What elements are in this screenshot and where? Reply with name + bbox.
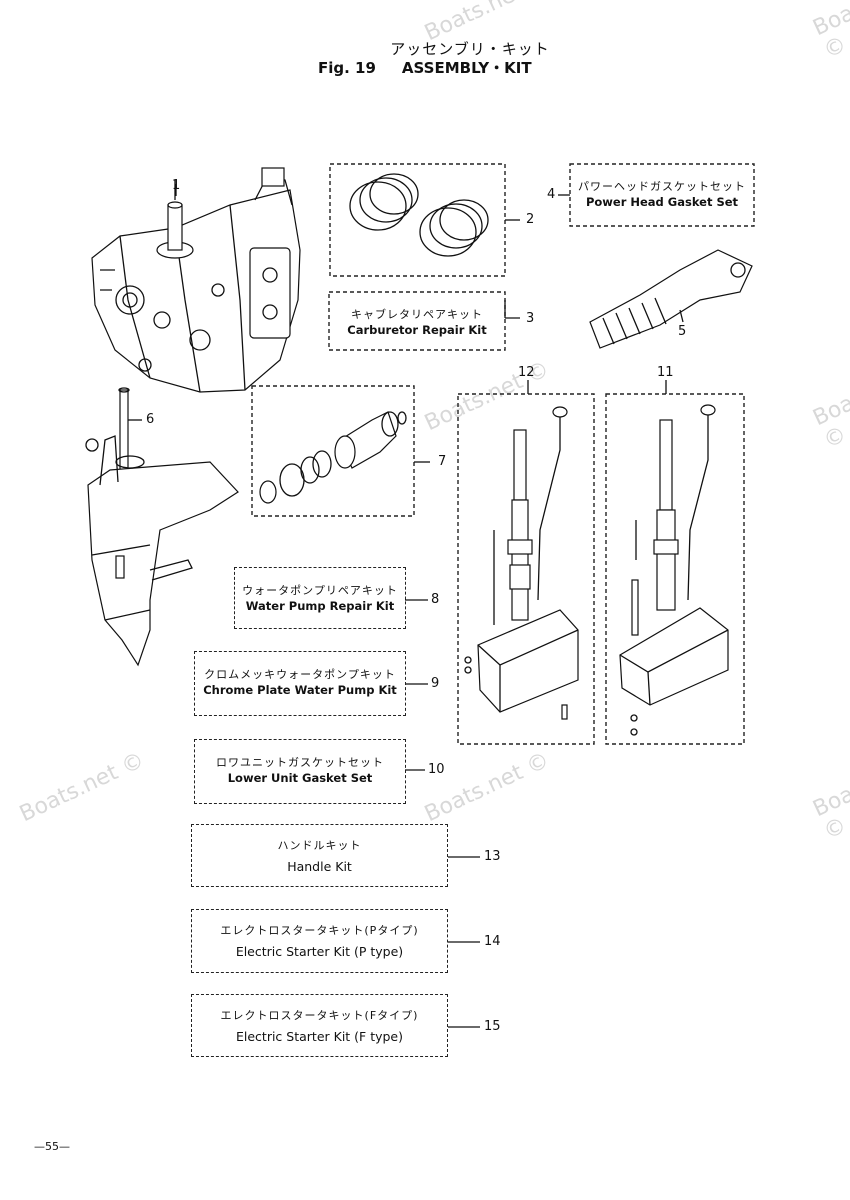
figure-number: Fig. 19 bbox=[318, 59, 376, 77]
kit-label-japanese: ウォータポンプリペアキット bbox=[242, 584, 398, 597]
kit-label-english: Electric Starter Kit (F type) bbox=[235, 1029, 404, 1044]
kit-electric-starter-f-type: エレクトロスタータキット(Fタイプ) Electric Starter Kit … bbox=[191, 994, 448, 1057]
shift-assembly-p-type-illustration bbox=[457, 393, 595, 745]
callout-14: 14 bbox=[484, 934, 501, 949]
shift-assembly-f-type-illustration bbox=[605, 393, 745, 745]
kit-electric-starter-p-type: エレクトロスタータキット(Pタイプ) Electric Starter Kit … bbox=[191, 909, 448, 973]
kit-label-english: Water Pump Repair Kit bbox=[245, 599, 395, 613]
kit-label-japanese: パワーヘッドガスケットセット bbox=[578, 180, 746, 193]
kit-carburetor-repair: キャブレタリペアキット Carburetor Repair Kit bbox=[329, 292, 505, 350]
callout-13: 13 bbox=[484, 849, 501, 864]
kit-label-english: Electric Starter Kit (P type) bbox=[235, 944, 404, 959]
kit-label-english: Handle Kit bbox=[287, 859, 352, 874]
leader-lines bbox=[128, 184, 684, 1028]
callout-4: 4 bbox=[547, 187, 556, 202]
kit-label-japanese: エレクトロスタータキット(Pタイプ) bbox=[220, 924, 419, 937]
page-number: —55— bbox=[34, 1140, 70, 1153]
callout-3: 3 bbox=[526, 311, 535, 326]
kit-label-english: Chrome Plate Water Pump Kit bbox=[203, 683, 397, 697]
callout-10: 10 bbox=[428, 762, 445, 777]
title-japanese: アッセンブリ・キット bbox=[390, 40, 550, 58]
callout-6: 6 bbox=[146, 412, 155, 427]
kit-label-japanese: ロワユニットガスケットセット bbox=[216, 756, 384, 769]
kit-lower-unit-gasket-set: ロワユニットガスケットセット Lower Unit Gasket Set bbox=[194, 739, 406, 804]
callout-8: 8 bbox=[431, 592, 440, 607]
kit-water-pump-repair: ウォータポンプリペアキット Water Pump Repair Kit bbox=[234, 567, 406, 629]
kit-label-english: Lower Unit Gasket Set bbox=[227, 771, 373, 785]
carburetor-kit-box-outline bbox=[328, 291, 506, 351]
kit-chrome-plate-water-pump: クロムメッキウォータポンプキット Chrome Plate Water Pump… bbox=[194, 651, 406, 716]
kit-label-japanese: ハンドルキット bbox=[277, 839, 362, 852]
kit-label-japanese: エレクトロスタータキット(Fタイプ) bbox=[220, 1009, 419, 1022]
kit-handle: ハンドルキット Handle Kit bbox=[191, 824, 448, 887]
kit-label-japanese: クロムメッキウォータポンプキット bbox=[204, 668, 396, 681]
callout-1: 1 bbox=[172, 178, 181, 193]
kit-label-english: Carburetor Repair Kit bbox=[347, 323, 487, 337]
water-pump-parts-illustration bbox=[251, 385, 415, 517]
figure-title-english: ASSEMBLY・KIT bbox=[401, 59, 532, 77]
callout-2: 2 bbox=[526, 212, 535, 227]
tiller-handle-illustration bbox=[589, 249, 753, 349]
callout-12: 12 bbox=[518, 365, 535, 380]
callout-15: 15 bbox=[484, 1019, 501, 1034]
gasket-set-box-outline bbox=[569, 163, 755, 227]
power-head-illustration bbox=[91, 167, 301, 393]
lower-unit-illustration bbox=[85, 435, 239, 667]
callout-11: 11 bbox=[657, 365, 674, 380]
callout-9: 9 bbox=[431, 676, 440, 691]
piston-rings-illustration bbox=[329, 163, 506, 277]
kit-label-english: Power Head Gasket Set bbox=[585, 195, 739, 209]
figure-title: Fig. 19 ASSEMBLY・KIT bbox=[318, 57, 532, 78]
callout-5: 5 bbox=[678, 324, 687, 339]
kit-label-japanese: キャブレタリペアキット bbox=[351, 308, 483, 321]
callout-7: 7 bbox=[438, 454, 447, 469]
kit-power-head-gasket-set: パワーヘッドガスケットセット Power Head Gasket Set bbox=[570, 164, 754, 226]
